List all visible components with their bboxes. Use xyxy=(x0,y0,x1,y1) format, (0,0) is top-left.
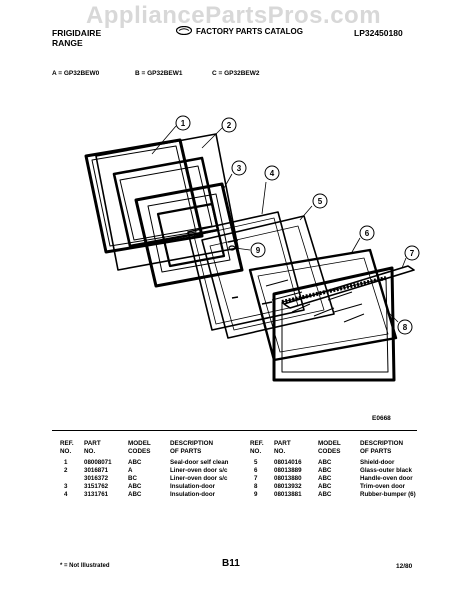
exploded-door-diagram: 1 2 3 4 5 6 7 8 9 xyxy=(84,115,420,382)
catalog-number: LP32450180 xyxy=(354,28,403,38)
callout-2: 2 xyxy=(227,121,232,130)
model-a: A = GP32BEW0 xyxy=(52,70,100,77)
callout-7: 7 xyxy=(410,249,415,258)
callout-8: 8 xyxy=(403,323,408,332)
callout-5: 5 xyxy=(318,197,323,206)
header-ref: REF.NO. xyxy=(60,440,74,455)
brand-line-2: RANGE xyxy=(52,38,83,48)
part-5-shield-shape xyxy=(201,215,335,339)
part-8-trim-shape xyxy=(272,266,396,382)
part-6-glass-shape xyxy=(248,248,398,362)
table-row-left: 3 3151762 ABC Insulation-door xyxy=(64,483,216,490)
table-row-right: 5 08014016 ABC Shield-door xyxy=(254,459,395,466)
catalog-title: FACTORY PARTS CATALOG xyxy=(196,27,303,36)
table-row-right: 7 08013880 ABC Handle-oven door xyxy=(254,475,413,482)
model-c: C = GP32BEW2 xyxy=(212,70,260,77)
print-date: 12/80 xyxy=(396,563,413,570)
callout-3: 3 xyxy=(237,164,242,173)
callout-9: 9 xyxy=(256,246,261,255)
callout-6: 6 xyxy=(365,229,370,238)
table-row-left: 1 08008071 ABC Seal-door self clean xyxy=(64,459,229,466)
table-top-rule xyxy=(52,430,417,431)
part-1-seal-shape xyxy=(84,138,204,254)
figure-id: E0668 xyxy=(372,415,391,422)
table-row-left: 4 3131761 ABC Insulation-door xyxy=(64,491,216,498)
watermark-text: AppliancePartsPros.com xyxy=(85,2,382,29)
table-row-right: 9 08013881 ABC Rubber-bumper (6) xyxy=(254,491,416,498)
model-b: B = GP32BEW1 xyxy=(135,70,183,77)
part-7-handle-shape xyxy=(283,265,415,309)
header-ref-right: REF.NO. xyxy=(250,440,264,455)
page-number: B11 xyxy=(222,558,240,569)
table-row-left: 2 3016871 A Liner-oven door s/c xyxy=(64,467,228,474)
table-row-right: 8 08013932 ABC Trim-oven door xyxy=(254,483,406,490)
brand-logo-icon xyxy=(176,26,192,35)
callout-1: 1 xyxy=(181,119,186,128)
brand-line-1: FRIGIDAIRE xyxy=(52,28,102,38)
table-row-right: 6 08013889 ABC Glass-outer black xyxy=(254,467,412,474)
callout-4: 4 xyxy=(270,169,275,178)
footnote: * = Not Illustrated xyxy=(60,563,110,569)
part-3-insulation-shape xyxy=(134,182,244,288)
